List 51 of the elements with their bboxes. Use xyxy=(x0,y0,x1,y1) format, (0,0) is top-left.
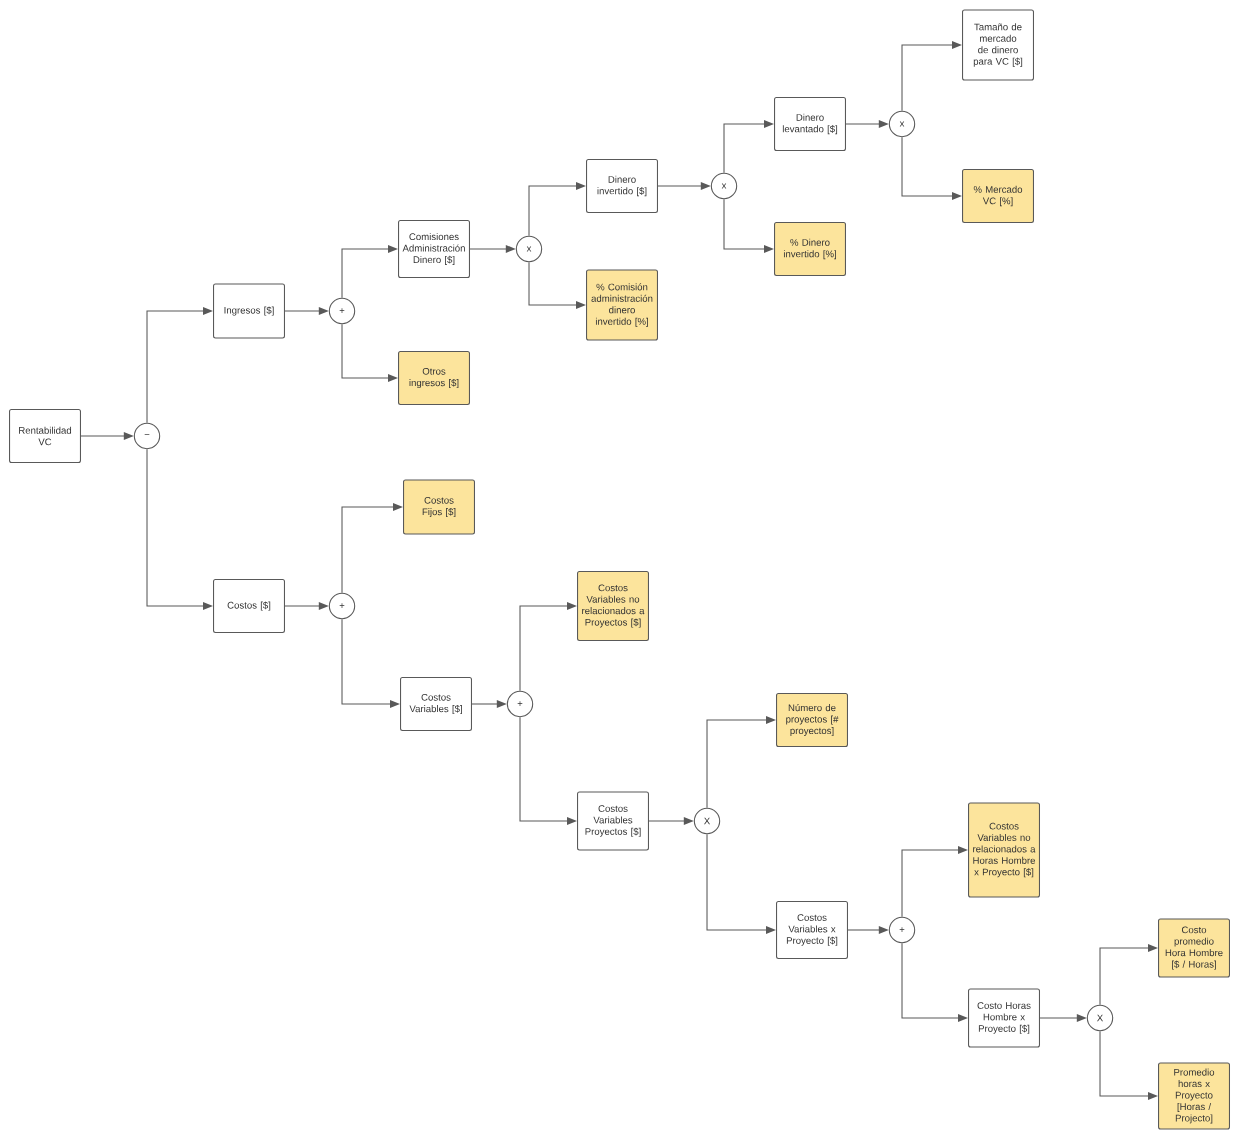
arrow xyxy=(901,846,968,918)
arrow xyxy=(901,136,962,200)
arrow xyxy=(901,942,968,1022)
variable-box: Número de proyectos [# proyectos] xyxy=(776,692,848,748)
arrow xyxy=(1099,944,1158,1006)
arrow xyxy=(528,261,586,309)
arrow xyxy=(847,926,889,934)
variable-box: % Dinero invertido [%] xyxy=(774,221,846,277)
arrow xyxy=(284,307,329,315)
variable-box: Costos [$] xyxy=(213,578,285,634)
variable-box: Dinero levantado [$] xyxy=(774,96,846,152)
variable-box: Costos Variables no relacionados a Proyectos [$] xyxy=(577,570,649,642)
variable-box: % Mercado VC [%] xyxy=(962,168,1034,224)
variable-box: Otros ingresos [$] xyxy=(398,350,470,406)
arrow xyxy=(519,602,577,692)
arrow xyxy=(723,198,774,253)
arrow xyxy=(1039,1014,1087,1022)
arrow xyxy=(706,833,776,934)
arrow xyxy=(519,716,577,825)
arrow xyxy=(341,323,398,382)
arrow xyxy=(648,817,694,825)
arrow xyxy=(80,432,134,440)
arrow xyxy=(528,182,586,237)
arrow xyxy=(845,120,889,128)
variable-box: % Comisión administración dinero invertido [%] xyxy=(586,269,658,341)
arrow xyxy=(341,503,403,594)
arrow xyxy=(284,602,329,610)
arrow xyxy=(1099,1030,1158,1100)
variable-box: Costos Variables no relacionados a Horas Hombre x Proyecto [$] xyxy=(968,802,1040,898)
variable-box: Tamaño de mercado de dinero para VC [$] xyxy=(962,9,1034,81)
arrow xyxy=(146,307,213,424)
arrow xyxy=(469,245,516,253)
arrow xyxy=(471,700,507,708)
arrow xyxy=(657,182,711,190)
arrow xyxy=(341,245,398,299)
arrow xyxy=(146,448,213,610)
variable-box: Costo Horas Hombre x Proyecto [$] xyxy=(968,988,1040,1048)
variable-box: Costos Variables Proyectos [$] xyxy=(577,791,649,851)
variable-box: Costos Variables x Proyecto [$] xyxy=(776,900,848,960)
arrow xyxy=(341,618,400,708)
arrow xyxy=(901,41,962,112)
variable-box: Costos Variables [$] xyxy=(400,676,472,732)
arrow xyxy=(706,716,776,809)
variable-box: Rentabilidad VC xyxy=(9,408,81,464)
variable-box: Dinero invertido [$] xyxy=(586,158,658,214)
variable-box: Ingresos [$] xyxy=(213,283,285,339)
arrow xyxy=(723,120,774,174)
variable-box: Comisiones Administración Dinero [$] xyxy=(398,219,470,279)
variable-box: Costos Fijos [$] xyxy=(403,479,475,535)
variable-box: Promedio horas x Proyecto [Horas / Projecto] xyxy=(1158,1062,1230,1130)
variable-box: Costo promedio Hora Hombre [$ / Horas] xyxy=(1158,918,1230,978)
